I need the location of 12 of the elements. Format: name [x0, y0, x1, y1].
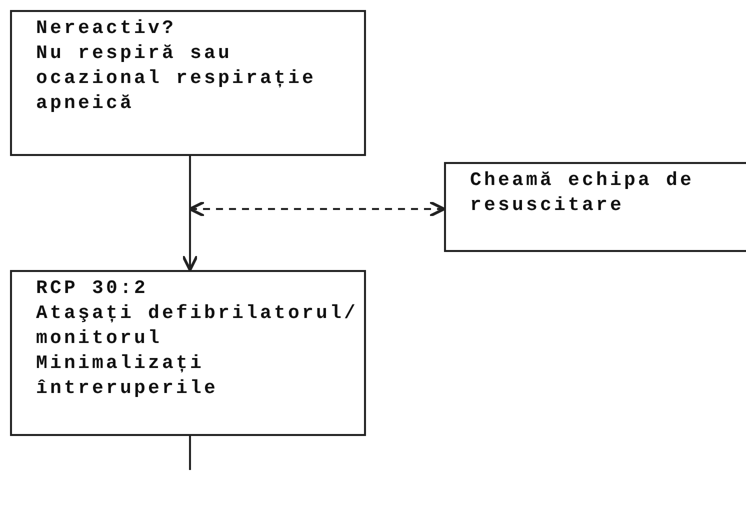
box-text: RCP 30:2	[36, 276, 150, 301]
process-box	[444, 162, 746, 252]
arrow	[182, 156, 198, 272]
process-box	[10, 270, 366, 436]
connector-line	[189, 436, 191, 470]
box-text: Ataşați defibrilatorul/ monitorul	[36, 301, 360, 351]
box-text: Cheamă echipa de resuscitare	[470, 168, 696, 218]
box-text: Nereactiv?	[36, 16, 178, 41]
process-box	[10, 10, 366, 156]
box-text: Nu respiră sau ocazional respirație apneică	[36, 41, 318, 116]
arrow	[188, 200, 446, 218]
box-text: Minimalizați întreruperile	[36, 351, 220, 401]
